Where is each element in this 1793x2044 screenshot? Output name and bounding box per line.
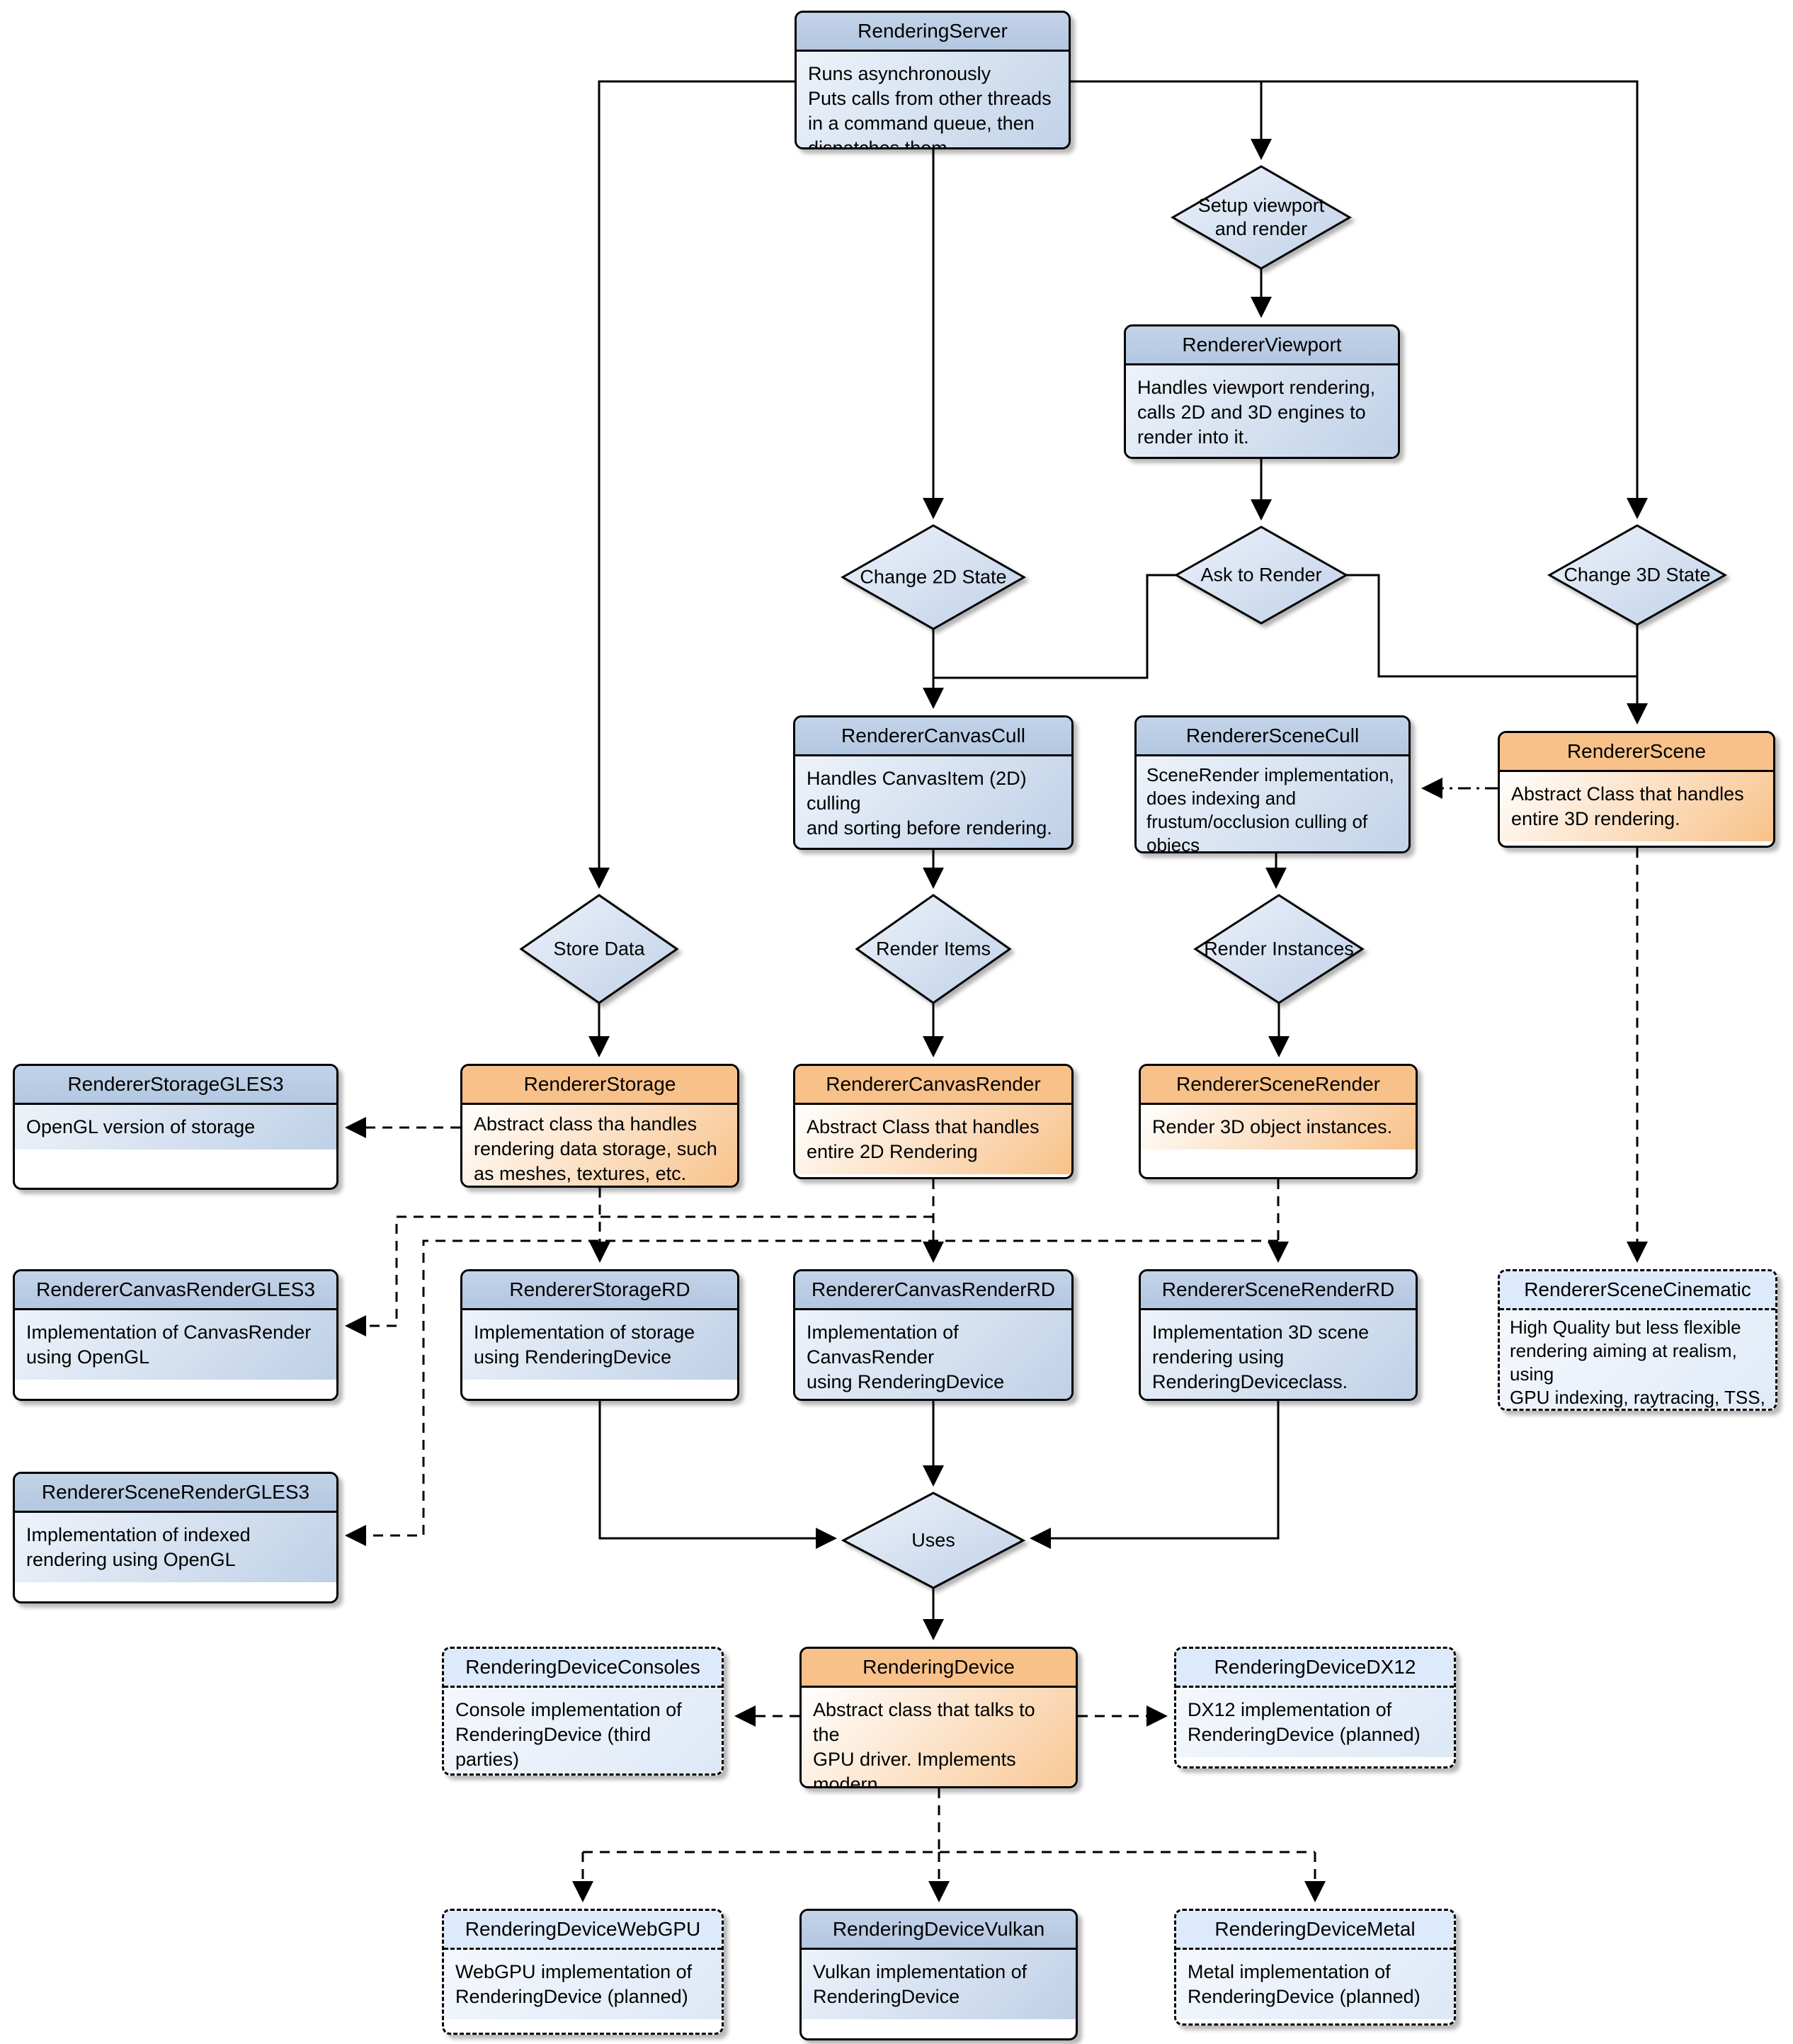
node-renderer-scene-cull: RendererSceneCull SceneRender implementa… [1134, 715, 1411, 853]
node-title: RendererCanvasRender [795, 1066, 1071, 1105]
node-title: RendererStorageGLES3 [15, 1066, 336, 1105]
node-renderer-storage-rd: RendererStorageRD Implementation of stor… [460, 1269, 739, 1401]
node-renderer-viewport: RendererViewport Handles viewport render… [1124, 324, 1400, 459]
edge-scenerender-scenerendergles3 [345, 1239, 1278, 1546]
node-body: Handles viewport rendering, calls 2D and… [1126, 365, 1398, 457]
node-renderer-storage: RendererStorage Abstract class tha handl… [460, 1064, 739, 1188]
edge-server-storedata [588, 80, 796, 889]
decision-ask-to-render-label: Ask to Render [1200, 564, 1322, 586]
node-renderer-storage-gles3: RendererStorageGLES3 OpenGL version of s… [13, 1064, 338, 1190]
node-title: RendererSceneRender [1141, 1066, 1416, 1105]
decision-render-items-shape [855, 894, 1012, 1004]
node-title: RenderingDeviceVulkan [802, 1911, 1076, 1950]
node-title: RenderingServer [797, 13, 1069, 52]
decision-change-2d-state-shape [840, 524, 1027, 630]
edge-canvasrender-canvasrendergles3 [345, 1215, 933, 1336]
node-body: Abstract class tha handles rendering dat… [462, 1105, 737, 1186]
node-body: Vulkan implementation of RenderingDevice [802, 1950, 1076, 2019]
node-rendering-device-dx12: RenderingDeviceDX12 DX12 implementation … [1174, 1647, 1456, 1768]
node-body: WebGPU implementation of RenderingDevice… [444, 1950, 722, 2019]
edge-storagerd-uses [598, 1401, 837, 1549]
node-body: Implementation 3D scene rendering using … [1141, 1310, 1416, 1399]
edge-scenerenderrd-uses [1030, 1401, 1280, 1549]
node-renderer-canvas-render: RendererCanvasRender Abstract Class that… [793, 1064, 1074, 1179]
node-rendering-device-consoles: RenderingDeviceConsoles Console implemen… [442, 1647, 724, 1776]
node-title: RenderingDevice [802, 1649, 1076, 1688]
node-body: Runs asynchronously Puts calls from othe… [797, 52, 1069, 147]
decision-change-2d-state-label: Change 2D State [860, 566, 1007, 588]
node-body: Implementation of CanvasRender using Ope… [15, 1310, 336, 1380]
node-body: Render 3D object instances. [1141, 1105, 1416, 1149]
node-body: SceneRender implementation, does indexin… [1137, 756, 1408, 851]
node-rendering-device-vulkan: RenderingDeviceVulkan Vulkan implementat… [799, 1909, 1078, 2040]
edge-server-change3d [1069, 80, 1648, 519]
node-body: Metal implementation of RenderingDevice … [1176, 1950, 1454, 2019]
node-renderer-scene-cinematic: RendererSceneCinematic High Quality but … [1498, 1269, 1777, 1411]
edge-askrender-left [933, 574, 1176, 679]
node-renderer-canvas-cull: RendererCanvasCull Handles CanvasItem (2… [793, 715, 1074, 850]
node-renderer-canvas-render-gles3: RendererCanvasRenderGLES3 Implementation… [13, 1269, 338, 1401]
edge-askrender-right [1346, 574, 1637, 678]
node-title: RendererScene [1500, 733, 1773, 772]
node-title: RenderingDeviceWebGPU [444, 1911, 722, 1950]
decision-change-3d-state-label: Change 3D State [1564, 564, 1711, 586]
node-title: RendererViewport [1126, 327, 1398, 365]
node-title: RenderingDeviceConsoles [444, 1649, 722, 1688]
node-title: RendererStorage [462, 1066, 737, 1105]
node-body: Implementation of storage using Renderin… [462, 1310, 737, 1380]
node-title: RendererSceneRenderGLES3 [15, 1474, 336, 1513]
decision-render-instances-shape [1193, 894, 1365, 1004]
node-renderer-scene-render: RendererSceneRender Render 3D object ins… [1139, 1064, 1418, 1179]
node-renderer-canvas-render-rd: RendererCanvasRenderRD Implementation of… [793, 1269, 1074, 1401]
decision-render-items-label: Render Items [875, 938, 991, 960]
node-rendering-server: RenderingServer Runs asynchronously Puts… [795, 11, 1071, 149]
node-title: RenderingDeviceDX12 [1176, 1649, 1454, 1688]
decision-render-instances-label: Render Instances [1204, 938, 1354, 960]
node-title: RendererCanvasCull [795, 717, 1071, 756]
decision-ask-to-render-shape [1173, 526, 1349, 625]
node-body: High Quality but less flexible rendering… [1500, 1310, 1775, 1409]
decision-setup-viewport-label: Setup viewport and render [1197, 195, 1325, 239]
decision-store-data-label: Store Data [553, 938, 645, 960]
node-body: Abstract Class that handles entire 3D re… [1500, 772, 1773, 841]
decision-setup-viewport-shape [1170, 165, 1353, 270]
node-title: RendererSceneRenderRD [1141, 1271, 1416, 1310]
decision-uses-label: Uses [911, 1529, 955, 1551]
node-body: Console implementation of RenderingDevic… [444, 1688, 722, 1773]
node-body: Abstract Class that handles entire 2D Re… [795, 1105, 1071, 1174]
node-title: RendererSceneCinematic [1500, 1271, 1775, 1310]
decision-uses-shape [841, 1492, 1026, 1589]
node-title: RendererCanvasRenderGLES3 [15, 1271, 336, 1310]
node-body: Implementation of indexed rendering usin… [15, 1513, 336, 1582]
node-body: OpenGL version of storage [15, 1105, 336, 1149]
node-title: RendererSceneCull [1137, 717, 1408, 756]
decision-store-data-shape [519, 894, 679, 1004]
node-rendering-device: RenderingDevice Abstract class that talk… [799, 1647, 1078, 1788]
node-renderer-scene-render-rd: RendererSceneRenderRD Implementation 3D … [1139, 1269, 1418, 1401]
node-body: Abstract class that talks to the GPU dri… [802, 1688, 1076, 1786]
node-title: RendererCanvasRenderRD [795, 1271, 1071, 1310]
node-title: RendererStorageRD [462, 1271, 737, 1310]
node-title: RenderingDeviceMetal [1176, 1911, 1454, 1950]
node-body: Handles CanvasItem (2D) culling and sort… [795, 756, 1071, 848]
node-rendering-device-webgpu: RenderingDeviceWebGPU WebGPU implementat… [442, 1909, 724, 2035]
node-rendering-device-metal: RenderingDeviceMetal Metal implementatio… [1174, 1909, 1456, 2026]
node-renderer-scene-render-gles3: RendererSceneRenderGLES3 Implementation … [13, 1472, 338, 1603]
node-body: DX12 implementation of RenderingDevice (… [1176, 1688, 1454, 1757]
decision-change-3d-state-shape [1547, 524, 1728, 626]
node-body: Implementation of CanvasRender using Ren… [795, 1310, 1071, 1399]
node-renderer-scene: RendererScene Abstract Class that handle… [1498, 731, 1775, 848]
